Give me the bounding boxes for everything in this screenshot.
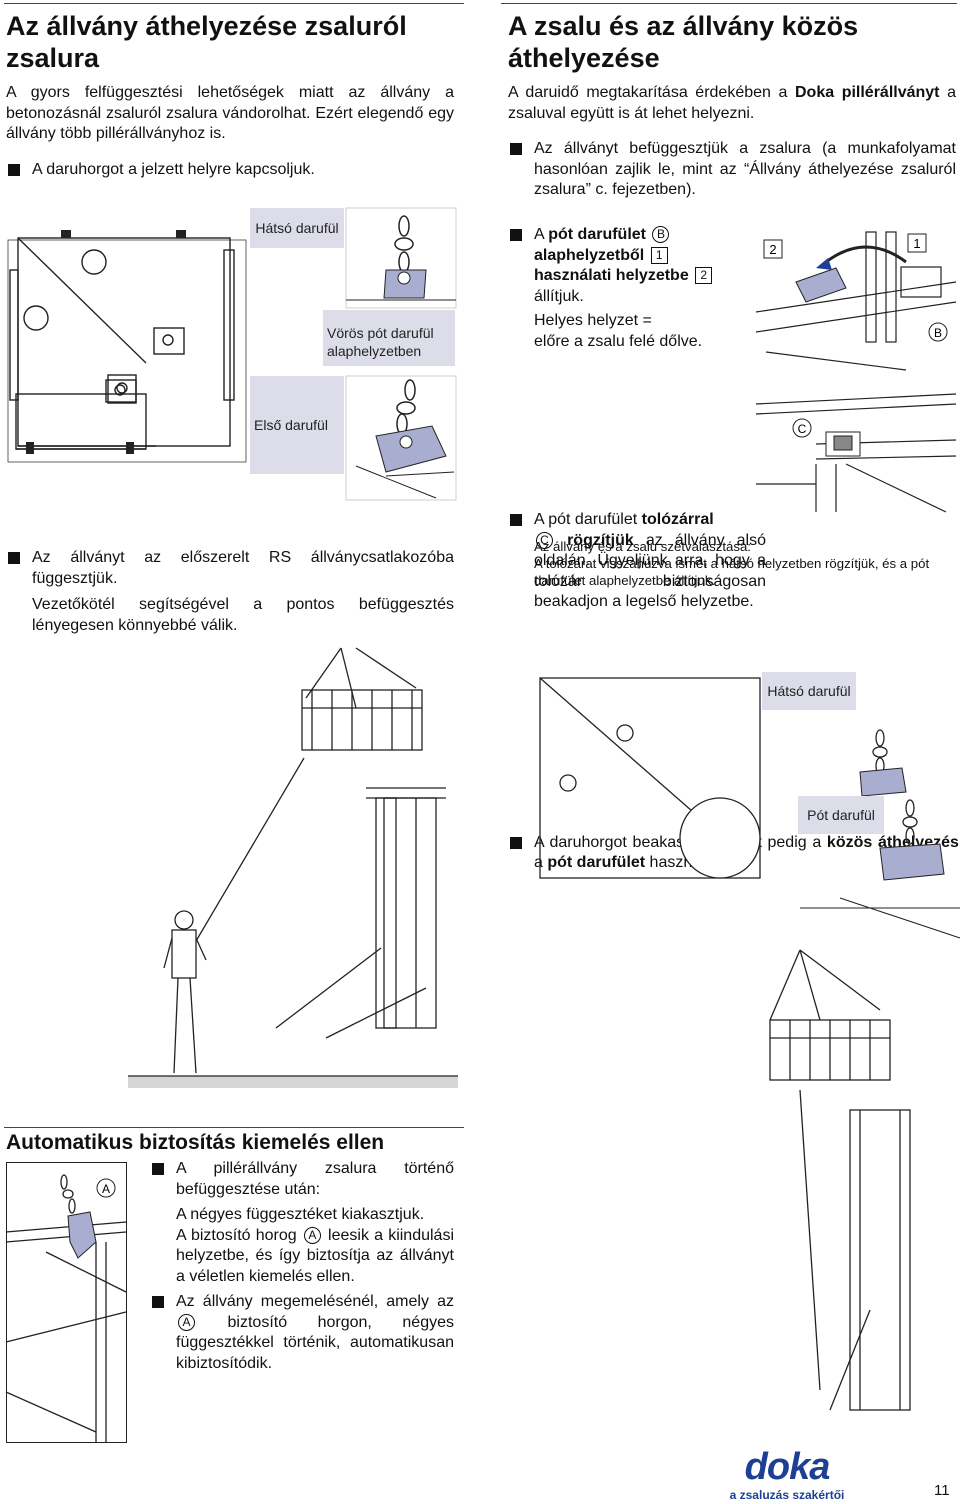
separation-note: Az állvány és a zsalu szétválasztása: A … bbox=[534, 538, 958, 589]
section-title-right: A zsalu és az állvány közös áthelyezése bbox=[508, 11, 859, 73]
right-b3-c: rögzítjük bbox=[567, 531, 634, 549]
crane-lift-illustration bbox=[128, 647, 458, 1088]
left-section: Az állvány áthelyezése zsaluról zsalura … bbox=[6, 10, 454, 180]
right-b2-a: A bbox=[534, 226, 549, 243]
marker-a-2: A bbox=[178, 1313, 195, 1331]
fig-marker-c: C bbox=[798, 422, 807, 436]
right-section: A zsalu és az állvány közös áthelyezése … bbox=[508, 10, 956, 201]
auto-note-rest: A biztosító horog A leesik a kiindulási … bbox=[176, 1226, 454, 1288]
auto-bullet-2: Az állvány megemelésénél, amely az A biz… bbox=[150, 1292, 454, 1374]
right-intro: A daruidő megtakarítása érdekében a Doka… bbox=[508, 83, 956, 124]
marker-2: 2 bbox=[695, 267, 713, 284]
right-b2-note2: előre a zsalu felé dőlve. bbox=[534, 332, 703, 350]
left-section-2: Az állványt az előszerelt RS állványcsat… bbox=[6, 548, 454, 636]
right-b2-b: pót darufület bbox=[548, 226, 646, 243]
doka-logo-word: doka bbox=[744, 1446, 831, 1488]
aux-lug-rotation-figure: 2 1 B bbox=[755, 231, 957, 371]
right-b4-d: pót darufület bbox=[547, 854, 646, 871]
auto-note-c: leesik a kiindulási helyzetbe, és így bi… bbox=[176, 1226, 455, 1285]
left-intro: A gyors felfüggesztési lehetőségek miatt… bbox=[6, 84, 454, 142]
fig-marker-a: A bbox=[102, 1182, 110, 1196]
right-bullet-2: A pót darufület B alaphelyzetből 1 haszn… bbox=[508, 225, 766, 352]
formwork-top-view-figure bbox=[539, 677, 960, 939]
separation-text: A tolózárat visszahúzva ismét a hátsó he… bbox=[534, 556, 930, 588]
fig-marker-b: B bbox=[934, 326, 942, 340]
right-intro-b: Doka pillérállványt bbox=[794, 84, 940, 101]
right-b2-d: használati helyzetbe bbox=[534, 267, 689, 284]
right-b3-d: az állvány alsó oldalán. Ügyeljünk arra,… bbox=[534, 531, 767, 611]
callout-red-aux-lug: Vörös pót darufül alaphelyzetben bbox=[323, 310, 455, 366]
right-b3-a: A pót darufület bbox=[534, 511, 642, 528]
auto-note-b: A biztosító horog bbox=[176, 1226, 297, 1244]
left-note-2: Vezetőkötél segítségével a pontos befügg… bbox=[32, 596, 454, 634]
right-intro-a: A daruidő megtakarítása érdekében a bbox=[508, 84, 795, 101]
auto-text: A pillérállvány zsalura történő befügges… bbox=[150, 1159, 454, 1374]
right-intro-c: a zsaluval együtt is át lehet helyezni. bbox=[508, 84, 956, 122]
page-number: 11 bbox=[934, 1482, 950, 1499]
slide-lock-figure: C bbox=[755, 393, 957, 513]
marker-b: B bbox=[652, 226, 670, 243]
callout-rear-lug: Hátsó darufül bbox=[250, 208, 344, 248]
right-b4-c: a bbox=[534, 854, 548, 871]
fig-marker-2: 2 bbox=[769, 242, 776, 257]
marker-a: A bbox=[303, 1226, 321, 1244]
auto-note: A négyes függesztéket kiakasztjuk. A biz… bbox=[150, 1205, 454, 1287]
auto-bullet-1: A pillérállvány zsalura történő befügges… bbox=[150, 1159, 454, 1200]
marker-1: 1 bbox=[650, 246, 668, 264]
right-bullet-3: A pót darufület tolózárral C rögzítjük a… bbox=[508, 510, 766, 613]
lifted-column-figure bbox=[769, 949, 911, 1411]
right-bullet-1: Az állványt befüggesztjük a zsalura (a m… bbox=[508, 139, 956, 201]
auto-note-a: A négyes függesztéket kiakasztjuk. bbox=[176, 1206, 425, 1223]
left-bullet-1: A daruhorgot a jelzett helyre kapcsoljuk… bbox=[6, 160, 454, 181]
right-b2-c: alaphelyzetből bbox=[534, 246, 645, 264]
left-bullet-2: Az állványt az előszerelt RS állványcsat… bbox=[6, 548, 454, 589]
platform-top-view-figure bbox=[7, 230, 247, 463]
section-title-left: Az állvány áthelyezése zsaluról zsalura bbox=[6, 11, 407, 73]
platform-frame-figure bbox=[15, 379, 147, 450]
safety-hook-figure: A bbox=[5, 1162, 127, 1443]
callout-front-lug: Első darufül bbox=[250, 376, 344, 474]
right-b2-note1: Helyes helyzet = bbox=[534, 312, 652, 329]
callout-aux-lug: Pót darufül bbox=[798, 796, 884, 834]
right-b3-b: tolózárral bbox=[641, 511, 714, 528]
rear-lug-chain-figure bbox=[345, 207, 457, 309]
front-lug-chain-figure bbox=[345, 375, 457, 501]
auto-section-title: Automatikus biztosítás kiemelés ellen bbox=[6, 1131, 385, 1154]
doka-logo: doka a zsaluzás szakértői bbox=[712, 1446, 862, 1502]
marker-c: C bbox=[536, 531, 553, 549]
separation-title: Az állvány és a zsalu szétválasztása: bbox=[534, 539, 751, 554]
doka-tagline: a zsaluzás szakértői bbox=[729, 1488, 845, 1502]
callout-rear-lug-right: Hátsó darufül bbox=[762, 672, 856, 710]
fig-marker-1: 1 bbox=[913, 236, 920, 251]
right-b2-e: állítjuk. bbox=[534, 287, 584, 305]
auto-b2-a: Az állvány megemelésénél, amely az bbox=[176, 1293, 454, 1310]
auto-b2-b: biztosító horgon, négyes függesztékkel t… bbox=[176, 1313, 454, 1372]
